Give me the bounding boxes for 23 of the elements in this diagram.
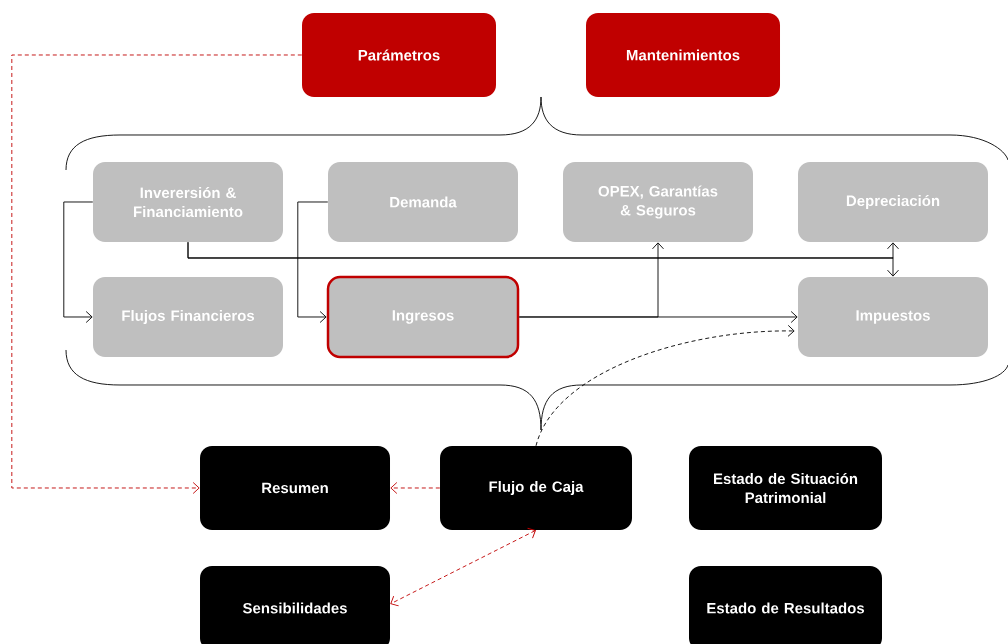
- connector-arrow: [297, 201, 329, 323]
- module-box: Ingresos: [326, 275, 520, 359]
- output-box: Sensibilidades: [200, 566, 390, 644]
- connector-arrow: [187, 241, 899, 259]
- module-box: Inverersión & Financiamiento: [93, 162, 283, 242]
- connector-arrow: [535, 324, 795, 447]
- connector-arrow: [390, 527, 536, 607]
- connector-arrow: [518, 311, 798, 323]
- input-box: Parámetros: [302, 13, 496, 97]
- module-box: Impuestos: [798, 277, 988, 357]
- connector-arrow: [63, 201, 94, 323]
- connector-arrow: [390, 482, 441, 494]
- output-box: Estado de Resultados: [689, 566, 882, 644]
- input-box: Mantenimientos: [586, 13, 780, 97]
- module-box: OPEX, Garantías & Seguros: [563, 162, 753, 242]
- output-box: Flujo de Caja: [440, 446, 632, 530]
- connector-arrow: [187, 241, 899, 277]
- output-box: Estado de Situación Patrimonial: [689, 446, 882, 530]
- module-box: Flujos Financieros: [93, 277, 283, 357]
- module-box: Depreciación: [798, 162, 988, 242]
- connector-arrow: [11, 54, 303, 494]
- output-box: Resumen: [200, 446, 390, 530]
- module-box: Demanda: [328, 162, 518, 242]
